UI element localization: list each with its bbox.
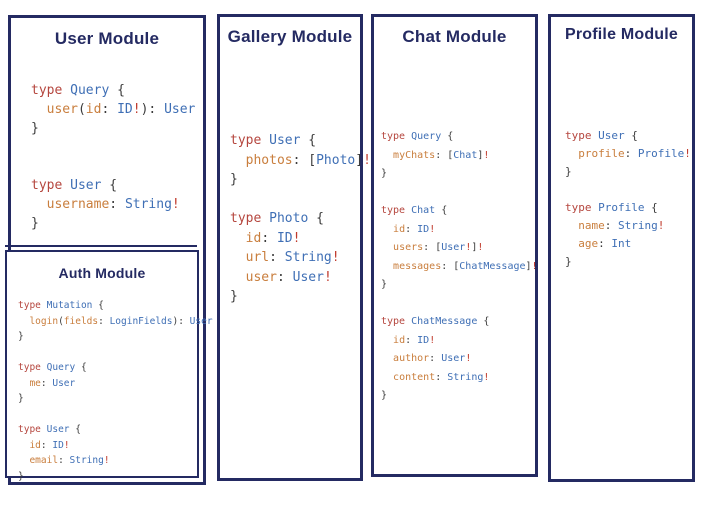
code-line: id: ID!: [393, 223, 436, 235]
code-line: }: [18, 331, 24, 342]
code-line: }: [18, 393, 24, 404]
code-line: type Query {: [31, 83, 125, 98]
code-line: user: User!: [245, 269, 332, 285]
code-line: [18, 407, 213, 423]
code-line: [381, 295, 538, 314]
code-line: users: [User!]!: [393, 242, 484, 253]
code-line: type Profile {: [565, 201, 658, 214]
profile-module-title: Profile Module: [564, 26, 679, 43]
code-line: }: [31, 216, 39, 231]
code-line: myChats: [Chat]!: [393, 149, 490, 161]
code-line: type Photo {: [230, 211, 324, 226]
code-line: type Query {: [381, 131, 454, 142]
code-line: username: String!: [46, 197, 180, 212]
code-line: [31, 138, 195, 157]
chat-module-panel: Chat Module type Query { myChats: [Chat]…: [371, 14, 538, 477]
user-module-code: type Query { user(id: ID!): User} type U…: [31, 81, 195, 233]
code-line: type User {: [565, 129, 638, 142]
code-line: email: String!: [29, 455, 110, 466]
code-line: url: String!: [245, 250, 340, 265]
code-line: type Chat {: [381, 205, 448, 216]
code-line: [31, 157, 195, 176]
code-line: type User {: [31, 178, 118, 193]
gallery-module-title: Gallery Module: [227, 27, 353, 46]
code-line: id: ID!: [29, 439, 70, 451]
code-line: photos: [Photo]!: [245, 152, 371, 168]
code-line: }: [31, 121, 39, 136]
code-line: [381, 184, 538, 203]
code-line: name: String!: [578, 219, 665, 232]
chat-module-title: Chat Module: [402, 27, 507, 46]
code-line: messages: [ChatMessage]!: [393, 260, 538, 272]
code-line: id: ID!: [245, 230, 301, 246]
code-line: content: String!: [393, 371, 490, 383]
user-module-title: User Module: [54, 29, 160, 48]
code-line: age: Int: [578, 237, 632, 250]
auth-module-title: Auth Module: [58, 265, 146, 281]
code-line: [18, 345, 213, 361]
auth-module-code: type Mutation { login(fields: LoginField…: [18, 298, 213, 484]
code-line: author: User!: [393, 353, 472, 364]
gallery-module-panel: Gallery Module type User { photos: [Phot…: [217, 14, 371, 481]
code-line: }: [230, 172, 238, 187]
profile-module-code: type User { profile: Profile!} type Prof…: [565, 127, 691, 271]
auth-module-panel: Auth Module type Mutation { login(fields…: [5, 245, 213, 482]
code-line: type User {: [18, 424, 81, 435]
code-line: id: ID!: [393, 334, 436, 346]
code-line: [230, 190, 371, 210]
code-line: }: [381, 168, 388, 179]
code-line: [565, 181, 691, 199]
code-line: }: [565, 165, 572, 178]
code-line: }: [18, 470, 24, 482]
code-line: type Query {: [18, 362, 87, 373]
profile-module-panel: Profile Module type User { profile: Prof…: [548, 14, 695, 482]
chat-module-code: type Query { myChats: [Chat]!} type Chat…: [381, 128, 538, 406]
code-line: type User {: [230, 133, 317, 148]
code-line: }: [381, 390, 388, 401]
code-line: }: [230, 289, 238, 304]
code-line: profile: Profile!: [578, 147, 691, 160]
code-line: user(id: ID!): User: [46, 102, 196, 117]
code-line: type Mutation {: [18, 300, 104, 311]
code-line: me: User: [29, 377, 76, 389]
gallery-module-code: type User { photos: [Photo]!} type Photo…: [230, 131, 371, 307]
code-line: type ChatMessage {: [381, 316, 490, 327]
code-line: login(fields: LoginFields): User: [29, 315, 213, 327]
code-line: }: [565, 255, 572, 268]
code-line: }: [381, 279, 388, 290]
